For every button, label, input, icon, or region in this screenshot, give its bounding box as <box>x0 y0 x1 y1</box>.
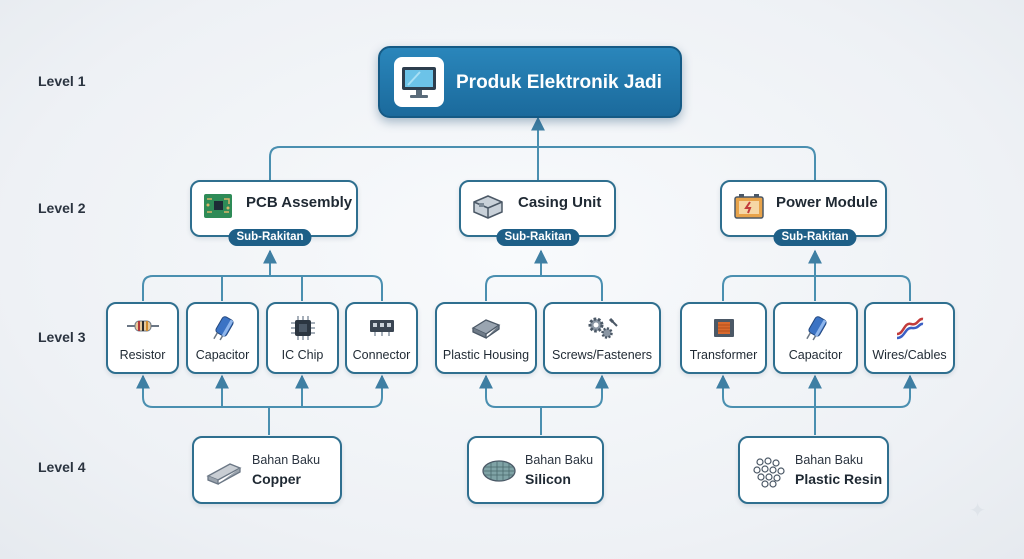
casing-icon <box>471 190 505 227</box>
component-node[interactable]: Screws/Fasteners <box>543 302 661 374</box>
sub-assembly-badge: Sub-Rakitan <box>773 229 857 246</box>
casing-unit-title: Casing Unit <box>518 194 602 211</box>
component-label: Connector <box>352 348 411 362</box>
battery-icon <box>732 190 766 227</box>
transformer-icon <box>710 314 738 347</box>
monitor-icon <box>394 57 444 107</box>
component-node[interactable]: Transformer <box>680 302 767 374</box>
component-label: Screws/Fasteners <box>551 348 653 362</box>
component-node[interactable]: Wires/Cables <box>864 302 955 374</box>
silicon-bus <box>479 374 609 408</box>
l3-to-casing-bus <box>485 275 603 301</box>
component-node[interactable]: IC Chip <box>266 302 339 374</box>
silicon-wafer-icon <box>481 456 517 491</box>
component-node[interactable]: Capacitor <box>773 302 858 374</box>
root-title: Produk Elektronik Jadi <box>456 72 662 93</box>
capacitor-icon <box>801 314 831 349</box>
power-module-title: Power Module <box>776 194 878 211</box>
copper-bus <box>136 374 389 408</box>
raw-material-name: Silicon <box>525 471 571 487</box>
sub-assembly-badge: Sub-Rakitan <box>496 229 580 246</box>
level-4-label: Level 4 <box>38 459 86 475</box>
capacitor-icon <box>208 314 238 349</box>
pcb-icon <box>202 190 234 227</box>
resin-pellets-icon <box>752 456 786 493</box>
plastic-block-icon <box>470 314 502 345</box>
raw-material-name: Copper <box>252 471 301 487</box>
raw-material-name: Plastic Resin <box>795 471 883 487</box>
level-1-label: Level 1 <box>38 73 86 89</box>
raw-material-prefix: Bahan Baku <box>525 453 594 467</box>
l3-to-power-bus <box>722 275 911 301</box>
raw-material-prefix: Bahan Baku <box>252 453 321 467</box>
component-label: Capacitor <box>195 348 250 362</box>
level-2-label: Level 2 <box>38 200 86 216</box>
resin-bus <box>716 374 917 408</box>
gears-screws-icon <box>585 314 619 347</box>
component-node[interactable]: Capacitor <box>186 302 259 374</box>
ic-chip-icon <box>289 314 317 347</box>
component-label: Plastic Housing <box>442 348 530 362</box>
pcb-assembly-title: PCB Assembly <box>246 194 353 211</box>
l2-to-l1-bus <box>269 146 816 182</box>
component-label: Resistor <box>119 348 166 362</box>
raw-material-node[interactable]: Bahan Baku Silicon <box>467 436 604 504</box>
pcb-assembly-node[interactable]: PCB Assembly <box>190 180 358 237</box>
finished-product-node[interactable]: Produk Elektronik Jadi <box>378 46 682 118</box>
l3-to-pcb-bus <box>142 275 383 301</box>
component-node[interactable]: Resistor <box>106 302 179 374</box>
wires-icon <box>894 314 926 345</box>
raw-material-node[interactable]: Bahan Baku Plastic Resin <box>738 436 889 504</box>
component-node[interactable]: Connector <box>345 302 418 374</box>
power-module-node[interactable]: Power Module <box>720 180 887 237</box>
copper-ingot-icon <box>206 456 242 491</box>
raw-material-node[interactable]: Bahan Baku Copper <box>192 436 342 504</box>
resistor-icon <box>126 314 160 343</box>
sparkle-icon: ✦ <box>969 500 986 522</box>
component-label: Capacitor <box>788 348 843 362</box>
component-node[interactable]: Plastic Housing <box>435 302 537 374</box>
connector-icon <box>367 314 397 343</box>
raw-material-prefix: Bahan Baku <box>795 453 864 467</box>
component-label: Wires/Cables <box>872 348 947 362</box>
level-3-label: Level 3 <box>38 329 86 345</box>
sub-assembly-badge: Sub-Rakitan <box>228 229 312 246</box>
component-label: IC Chip <box>281 348 324 362</box>
component-label: Transformer <box>689 348 758 362</box>
